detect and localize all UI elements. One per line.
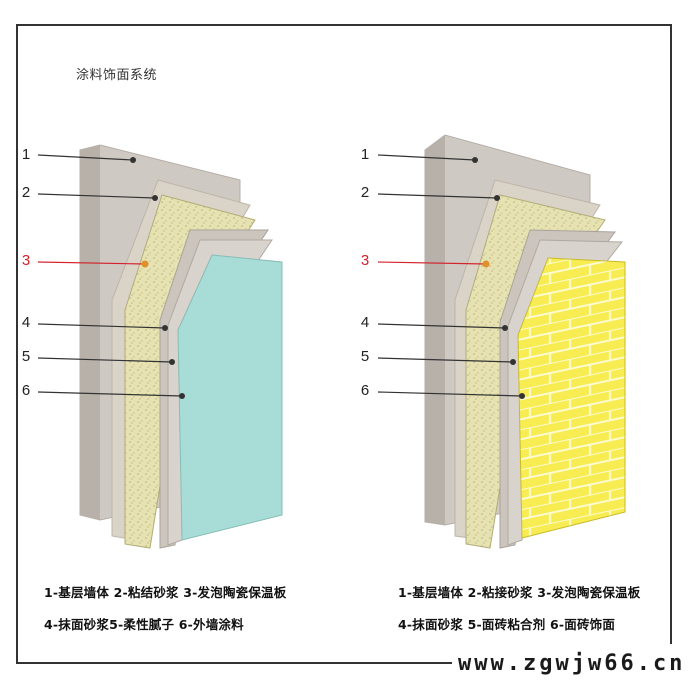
right-label-4: 4: [360, 314, 370, 331]
left-label-4: 4: [21, 314, 31, 331]
left-layer6-paint: [177, 254, 283, 541]
right-leader-dots: [472, 157, 525, 399]
diagram-title: 涂料饰面系统: [76, 68, 158, 83]
right-label-2: 2: [360, 184, 370, 201]
left-label-2: 2: [21, 184, 31, 201]
left-leader-dots: [130, 157, 185, 399]
right-label-5: 5: [360, 348, 370, 365]
left-layer1-side: [80, 145, 100, 520]
right-layer1-side: [425, 135, 445, 525]
left-label-1: 1: [21, 146, 31, 163]
left-legend-line1: 1-基层墙体 2-粘结砂浆 3-发泡陶瓷保温板: [44, 585, 287, 600]
left-label-5: 5: [21, 348, 31, 365]
left-wall-diagram: [37, 144, 283, 549]
left-label-3: 3: [21, 252, 31, 269]
right-layer6-tile: [517, 257, 626, 539]
diagram-border: [16, 24, 672, 664]
watermark-text: www.zgwjw66.cn: [452, 644, 692, 684]
left-legend-line2: 4-抹面砂浆5-柔性腻子 6-外墙涂料: [44, 617, 244, 632]
right-label-6: 6: [360, 382, 370, 399]
left-label-6: 6: [21, 382, 31, 399]
right-wall-diagram: [377, 134, 626, 549]
right-label-1: 1: [360, 146, 370, 163]
right-label-3: 3: [360, 252, 370, 269]
left-leader-lines: [37, 154, 183, 397]
right-legend-line2: 4-抹面砂浆 5-面砖粘合剂 6-面砖饰面: [398, 617, 616, 632]
right-legend-line1: 1-基层墙体 2-粘接砂浆 3-发泡陶瓷保温板: [398, 585, 641, 600]
right-leader-lines: [377, 154, 523, 397]
